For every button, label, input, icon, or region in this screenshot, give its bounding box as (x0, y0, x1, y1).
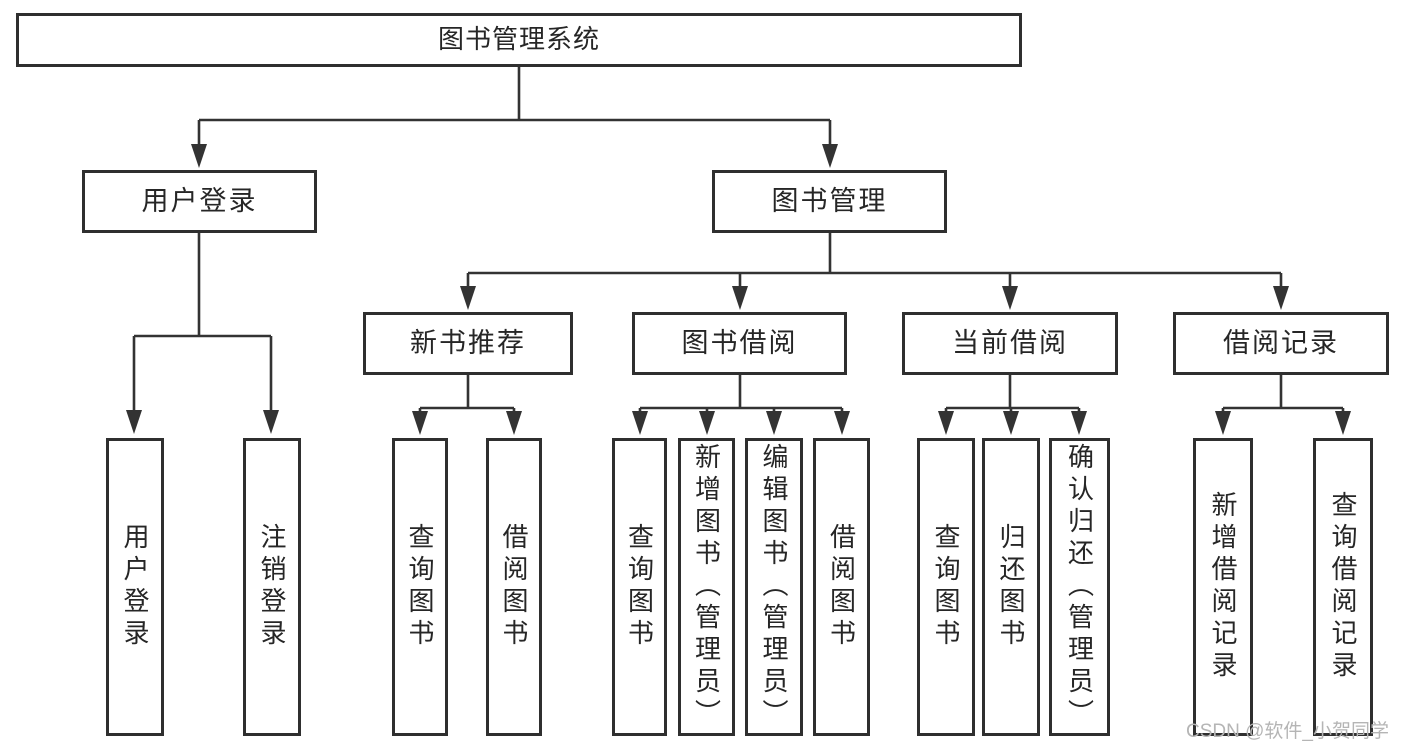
node-label: 当前借阅 (952, 328, 1068, 359)
leaf-user-login: 用户登录 (106, 438, 164, 736)
leaf-label: 新增图书（管理员） (691, 443, 722, 731)
leaf-label: 借阅图书 (499, 523, 529, 651)
leaf-borrow-books-recommend: 借阅图书 (486, 438, 542, 736)
node-user-login: 用户登录 (82, 170, 317, 233)
leaf-label: 归还图书 (996, 523, 1026, 651)
leaf-return-books: 归还图书 (982, 438, 1040, 736)
leaf-borrow-books: 借阅图书 (813, 438, 870, 736)
leaf-query-books-borrow: 查询图书 (612, 438, 667, 736)
watermark-text: CSDN @软件_小贺同学 (1186, 721, 1389, 742)
node-label: 图书借阅 (681, 328, 798, 359)
leaf-query-books-recommend: 查询图书 (392, 438, 448, 736)
node-new-book-recommend: 新书推荐 (363, 312, 573, 375)
leaf-label: 查询图书 (624, 523, 655, 651)
leaf-label: 借阅图书 (826, 523, 857, 651)
leaf-confirm-return-admin: 确认归还（管理员） (1049, 438, 1110, 736)
leaf-label: 编辑图书（管理员） (759, 443, 789, 731)
leaf-label: 新增借阅记录 (1208, 491, 1238, 683)
leaf-query-borrow-record: 查询借阅记录 (1313, 438, 1373, 736)
node-label: 图书管理 (771, 186, 888, 217)
leaf-edit-books-admin: 编辑图书（管理员） (745, 438, 803, 736)
node-library-management-system: 图书管理系统 (16, 13, 1022, 67)
node-label: 新书推荐 (410, 328, 526, 359)
leaf-add-books-admin: 新增图书（管理员） (678, 438, 735, 736)
node-label: 借阅记录 (1223, 328, 1339, 359)
leaf-label: 查询借阅记录 (1328, 491, 1358, 683)
leaf-label: 用户登录 (120, 523, 150, 651)
node-label: 图书管理系统 (437, 24, 600, 55)
node-book-management: 图书管理 (712, 170, 947, 233)
leaf-logout: 注销登录 (243, 438, 301, 736)
node-label: 用户登录 (141, 186, 258, 217)
leaf-query-books-current: 查询图书 (917, 438, 975, 736)
node-borrow-records: 借阅记录 (1173, 312, 1389, 375)
leaf-add-borrow-record: 新增借阅记录 (1193, 438, 1253, 736)
node-book-borrow: 图书借阅 (632, 312, 847, 375)
leaf-label: 查询图书 (405, 523, 435, 651)
leaf-label: 注销登录 (257, 523, 287, 651)
node-current-borrow: 当前借阅 (902, 312, 1118, 375)
leaf-label: 查询图书 (931, 523, 961, 651)
leaf-label: 确认归还（管理员） (1064, 443, 1095, 731)
